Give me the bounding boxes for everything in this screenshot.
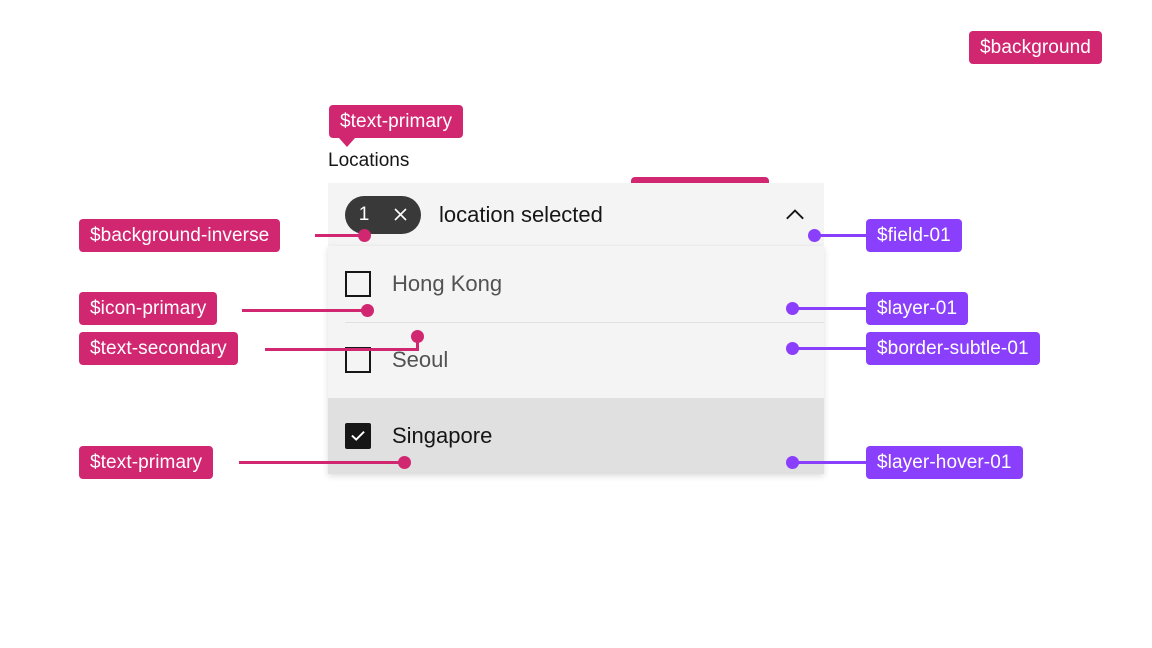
annotation-tag-background: $background	[969, 31, 1102, 64]
connector-elbow-text-secondary	[416, 336, 419, 351]
selection-count: 1	[358, 203, 370, 225]
connector-dot-text-primary-item	[398, 456, 411, 469]
multiselect-component: Locations 1 location selected	[328, 150, 824, 474]
annotation-tag-background-inverse: $background-inverse	[79, 219, 281, 252]
annotation-tag-label: $layer-hover-01	[877, 452, 1012, 473]
connector-line-field-01	[812, 234, 872, 237]
tag-tail	[339, 138, 355, 147]
annotation-tag-layer-hover-01: $layer-hover-01	[866, 446, 1023, 479]
list-item[interactable]: Seoul	[328, 322, 824, 398]
annotation-tag-label: $icon-primary	[90, 298, 207, 319]
annotation-tag-label: $text-primary	[340, 111, 453, 132]
annotation-tag-label: $background	[980, 37, 1091, 58]
multiselect-field[interactable]: 1 location selected	[328, 183, 824, 246]
annotation-tag-field-01: $field-01	[866, 219, 962, 252]
connector-line-layer-01	[790, 307, 872, 310]
annotation-tag-label: $background-inverse	[90, 225, 270, 246]
checkbox-unchecked-icon[interactable]	[345, 271, 371, 297]
connector-dot-icon-primary-checkbox	[361, 304, 374, 317]
connector-dot-field-01	[808, 229, 821, 242]
annotation-tag-label: $layer-01	[877, 298, 958, 319]
connector-line-icon-primary-checkbox	[242, 309, 370, 312]
connector-dot-text-secondary	[411, 330, 424, 343]
annotation-tag-label: $field-01	[877, 225, 951, 246]
annotation-tag-icon-primary-checkbox: $icon-primary	[79, 292, 218, 325]
list-item-label: Hong Kong	[392, 271, 503, 296]
annotation-tag-label: $border-subtle-01	[877, 338, 1029, 359]
annotation-tag-layer-01: $layer-01	[866, 292, 969, 325]
connector-line-background-inverse	[315, 234, 367, 237]
connector-line-layer-hover-01	[790, 461, 872, 464]
annotation-tag-label: $text-secondary	[90, 338, 227, 359]
close-icon[interactable]	[383, 196, 417, 234]
annotation-tag-border-subtle-01: $border-subtle-01	[866, 332, 1040, 365]
connector-dot-layer-hover-01	[786, 456, 799, 469]
annotation-tag-text-primary-label: $text-primary	[329, 105, 464, 147]
list-item-label: Singapore	[392, 423, 493, 448]
chevron-up-icon[interactable]	[782, 202, 808, 228]
connector-line-border-subtle-01	[790, 347, 872, 350]
annotation-tag-text-secondary: $text-secondary	[79, 332, 238, 365]
connector-line-text-secondary	[265, 348, 419, 351]
connector-dot-layer-01	[786, 302, 799, 315]
selection-count-pill[interactable]: 1	[345, 195, 421, 234]
list-divider	[345, 322, 824, 323]
connector-dot-background-inverse	[358, 229, 371, 242]
connector-line-text-primary-item	[239, 461, 407, 464]
annotation-tag-label: $text-primary	[90, 452, 203, 473]
checkbox-checked-icon[interactable]	[345, 423, 371, 449]
list-item[interactable]: Hong Kong	[328, 246, 824, 322]
field-text: location selected	[439, 201, 603, 227]
annotation-tag-text-primary-item: $text-primary	[79, 446, 214, 479]
field-label: Locations	[328, 150, 410, 171]
list-item-label: Seoul	[392, 347, 449, 372]
multiselect-menu: Hong Kong Seoul Singapore	[328, 246, 824, 474]
connector-dot-border-subtle-01	[786, 342, 799, 355]
